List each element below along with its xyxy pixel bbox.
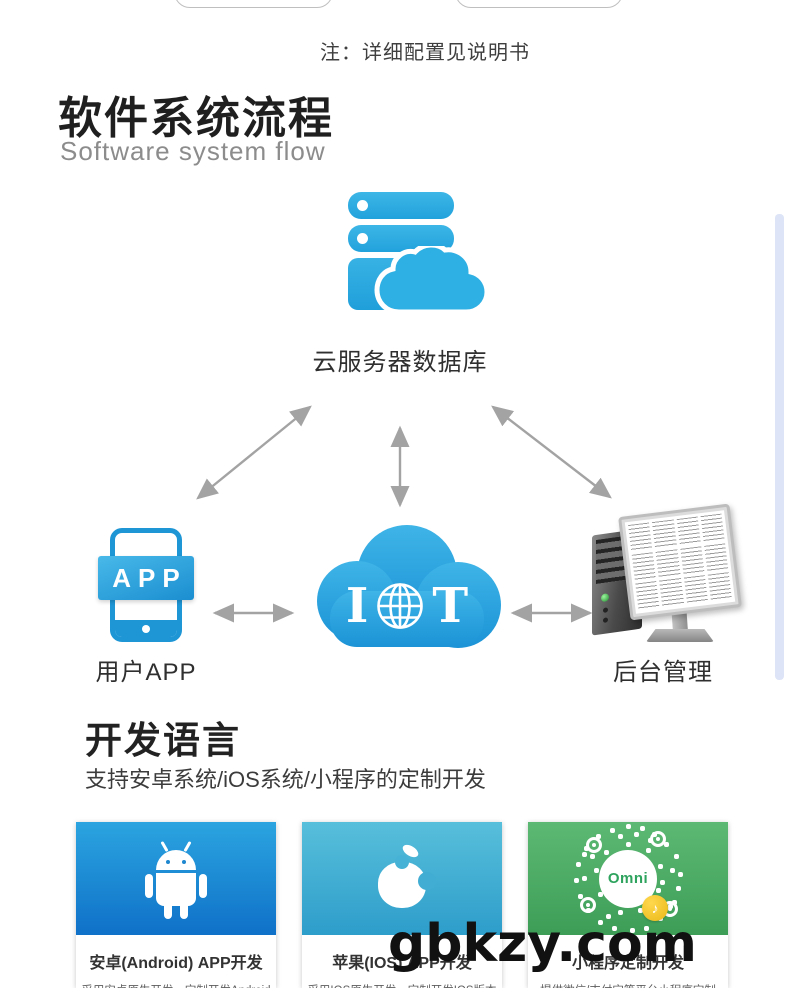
flow-section-subtitle: Software system flow: [60, 136, 326, 166]
config-note: 注：详细配置见说明书: [320, 42, 530, 64]
card-miniprogram-header: Omni ♪: [528, 822, 728, 935]
backend-computer-icon: [590, 503, 742, 652]
watermark: gbkzy.com: [388, 914, 697, 974]
card-ios-header: [302, 822, 502, 935]
arrow-db-app: [196, 405, 312, 500]
cloud-database-icon: [346, 188, 492, 320]
card-android-desc: 采用安卓原生开发，定制开发Android: [76, 982, 276, 988]
monitor: [618, 503, 742, 621]
server-led: [357, 200, 368, 211]
server-led: [357, 233, 368, 244]
cloud-overlay-icon: [374, 246, 490, 315]
card-android-header: [76, 822, 276, 935]
arrow-db-backend: [491, 405, 612, 499]
iot-letter-t: T: [432, 578, 469, 634]
user-app-icon: APP: [98, 526, 194, 652]
top-cutoff-box-left: [174, 0, 333, 8]
monitor-stand-base: [646, 629, 714, 642]
qr-ring: [650, 830, 666, 847]
iot-wordmark: I T: [312, 571, 502, 641]
apple-logo-icon: [370, 841, 436, 912]
miniprogram-qr-code: Omni ♪: [574, 825, 682, 933]
card-miniprogram-desc: 提供微信/支付宝等平台小程序定制: [528, 982, 728, 988]
iot-cloud-icon: I T: [312, 523, 502, 655]
card-ios: 苹果(IOS) APP开发 采用IOS原生开发，定制开发IOS版本: [302, 822, 502, 988]
page-scrollbar-thumb[interactable]: [775, 214, 784, 680]
dev-section-subtitle: 支持安卓系统/iOS系统/小程序的定制开发: [85, 767, 486, 792]
card-ios-desc: 采用IOS原生开发，定制开发IOS版本: [302, 982, 502, 988]
flow-section-title: 软件系统流程: [58, 94, 334, 143]
app-banner: APP: [98, 556, 194, 600]
dev-section-title: 开发语言: [85, 720, 241, 761]
omni-logo: Omni: [607, 870, 649, 887]
backend-label: 后台管理: [613, 659, 713, 686]
iot-letter-i: I: [345, 578, 369, 634]
qr-ring: [586, 836, 602, 853]
monitor-screen-data-grid: [624, 510, 736, 614]
globe-icon: [377, 583, 424, 629]
iot-cloud-shape: [317, 525, 501, 648]
tower-power-led: [601, 593, 609, 603]
tower-button: [603, 617, 608, 623]
card-miniprogram: Omni ♪ 小程序定制开发 提供微信/支付宝等平台小程序定制: [528, 822, 728, 988]
flow-arrows: [196, 405, 612, 623]
android-robot-icon: [133, 836, 219, 922]
user-app-label: 用户APP: [95, 659, 197, 686]
server-rack-row: [348, 192, 454, 219]
music-note-icon: ♪: [642, 894, 668, 921]
qr-ring: [580, 896, 596, 913]
card-ios-title: 苹果(IOS) APP开发: [332, 955, 472, 972]
tower-button: [603, 607, 608, 613]
phone-home-button: [142, 625, 150, 633]
card-miniprogram-title: 小程序定制开发: [571, 955, 684, 972]
card-android: 安卓(Android) APP开发 采用安卓原生开发，定制开发Android: [76, 822, 276, 988]
cloud-database-label: 云服务器数据库: [312, 349, 488, 376]
card-android-title: 安卓(Android) APP开发: [89, 955, 263, 972]
top-cutoff-box-right: [455, 0, 623, 8]
phone-bottom-bezel: [115, 620, 177, 637]
